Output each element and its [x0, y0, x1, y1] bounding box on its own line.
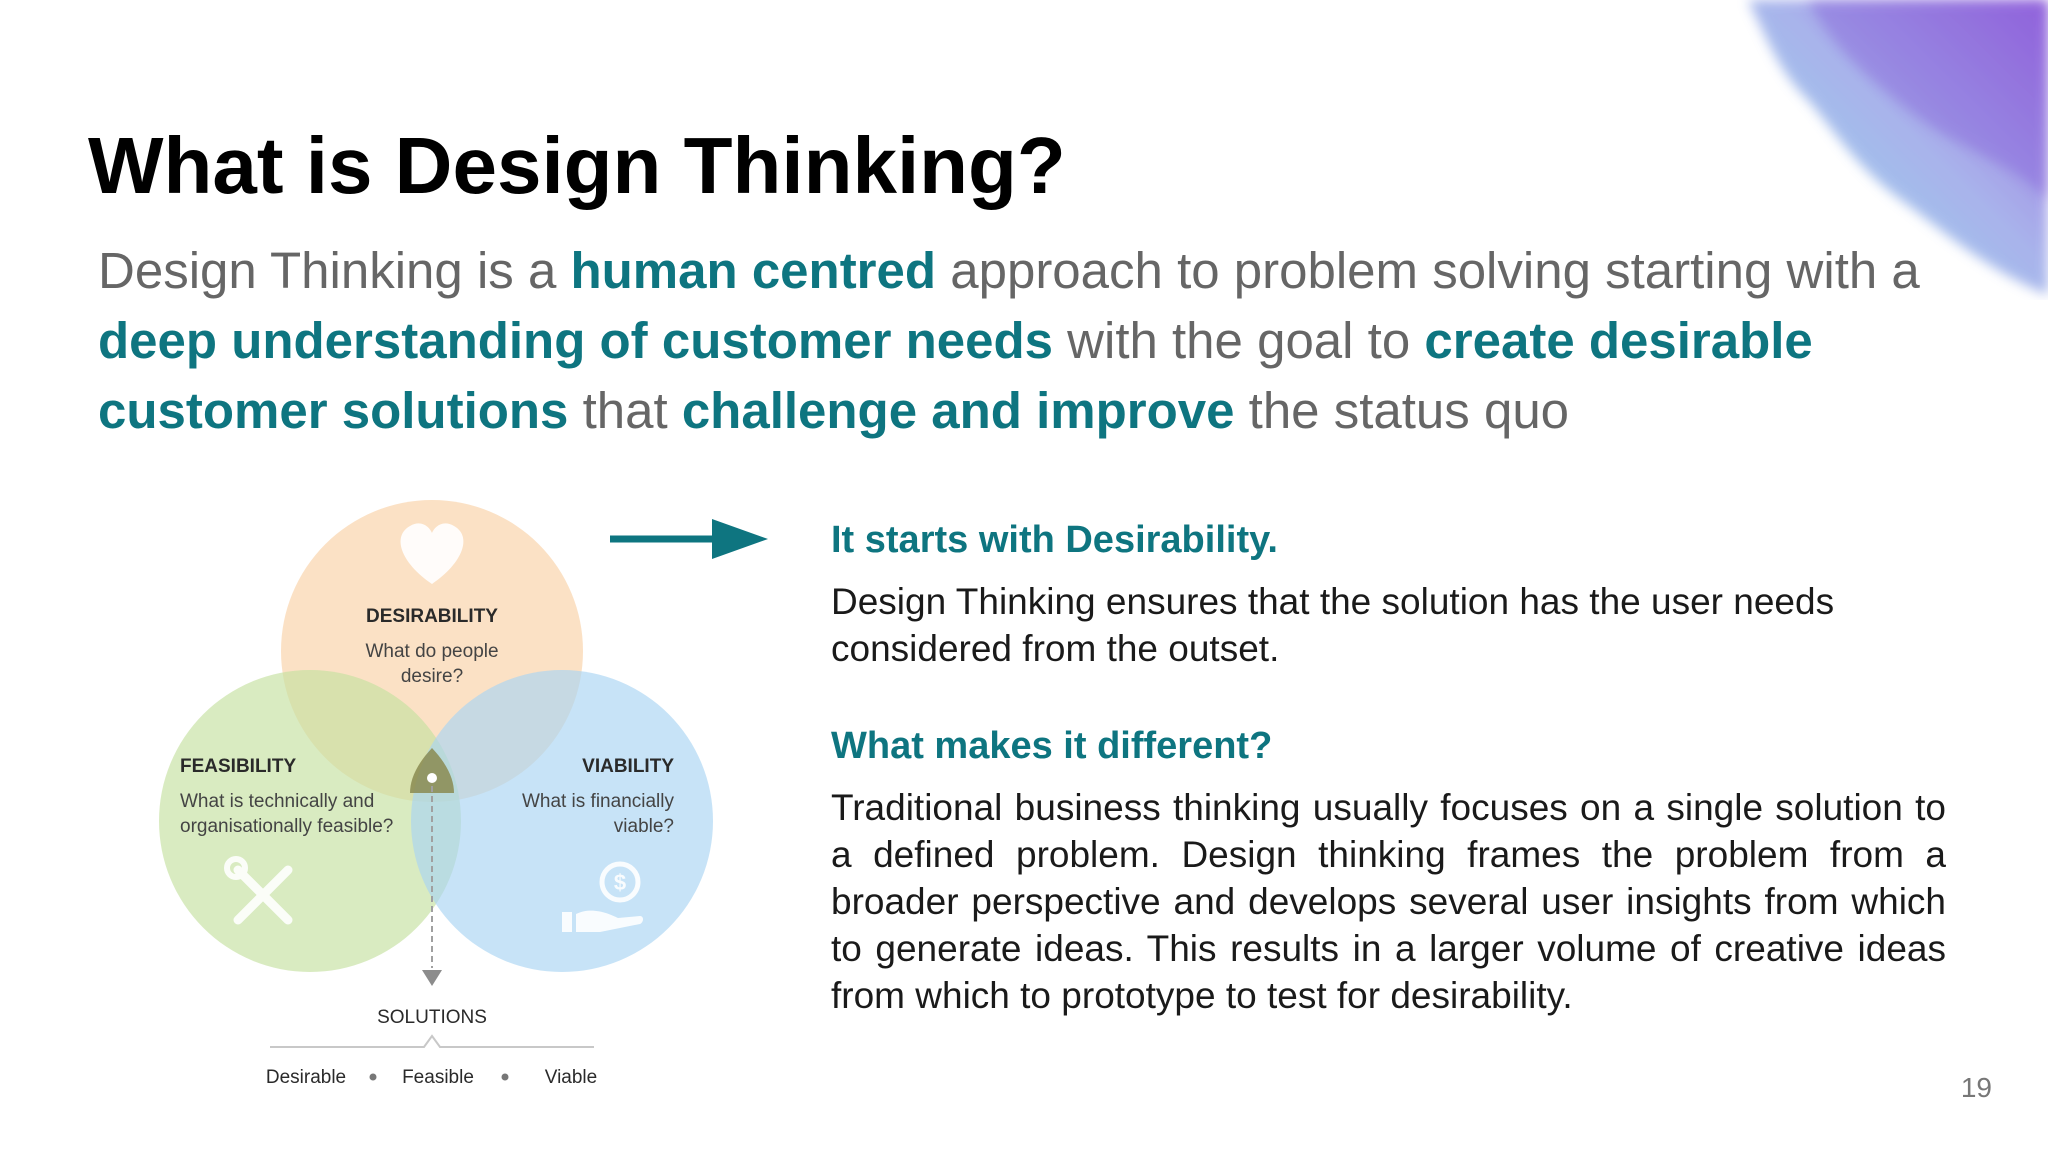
right-arrow-icon: [610, 519, 768, 559]
desirability-paragraph: Design Thinking ensures that the solutio…: [831, 581, 1835, 669]
viability-question-line2: viable?: [614, 816, 674, 837]
slide-title: What is Design Thinking?: [88, 121, 1066, 210]
viability-circle: [411, 670, 713, 972]
intro-emphasis: challenge and improve: [681, 382, 1235, 439]
intro-emphasis: create desirable customer solutions: [98, 312, 1813, 439]
desirability-title: DESIRABILITY: [366, 606, 498, 627]
heart-icon: [400, 523, 464, 584]
svg-text:$: $: [614, 870, 626, 895]
venn-diagram: DESIRABILITY What do people desire? FEAS…: [130, 470, 750, 1100]
intro-paragraph: Design Thinking is a human centred appro…: [98, 236, 1978, 446]
intro-emphasis: deep understanding of customer needs: [98, 312, 1053, 369]
viability-question-line1: What is financially: [522, 791, 675, 812]
outcome-desirable: Desirable: [266, 1067, 346, 1088]
outcome-viable: Viable: [545, 1067, 597, 1088]
intro-text: Design Thinking is a: [98, 242, 571, 299]
solutions-divider: [270, 1034, 594, 1048]
desirability-question-line1: What do people: [365, 641, 498, 662]
center-dot: [427, 773, 437, 783]
solutions-pointer-arrow: [422, 970, 442, 986]
solutions-label: SOLUTIONS: [377, 1007, 487, 1028]
desirability-question-line2: desire?: [401, 666, 463, 687]
feasibility-question-line1: What is technically and: [180, 791, 374, 812]
feasibility-title: FEASIBILITY: [180, 756, 296, 777]
tools-icon: [224, 856, 293, 925]
venn-circles: [159, 500, 713, 972]
watercolor-decoration: [1688, 0, 2048, 300]
heading-difference: What makes it different?: [831, 725, 1273, 767]
intro-text: with the goal to: [1052, 312, 1425, 369]
outcome-feasible: Feasible: [402, 1067, 474, 1088]
heading-desirability: It starts with Desirability.: [831, 519, 1278, 561]
feasibility-question-line2: organisationally feasible?: [180, 816, 393, 837]
center-intersection: [410, 748, 454, 793]
intro-emphasis: human centred: [570, 242, 937, 299]
outcome-separator: [369, 1073, 377, 1081]
outcome-separator: [501, 1073, 509, 1081]
explanation-panel: It starts with Desirability. Design Thin…: [831, 508, 1946, 1019]
intro-text: approach to problem solving starting wit…: [936, 242, 1920, 299]
page-number: 19: [1960, 1072, 1992, 1103]
intro-text: the status quo: [1234, 382, 1570, 439]
intro-text: that: [568, 382, 682, 439]
viability-title: VIABILITY: [582, 756, 674, 777]
difference-paragraph: Traditional business thinking usually fo…: [831, 787, 1946, 1016]
feasibility-circle: [159, 670, 461, 972]
money-hand-icon: $: [562, 861, 643, 932]
